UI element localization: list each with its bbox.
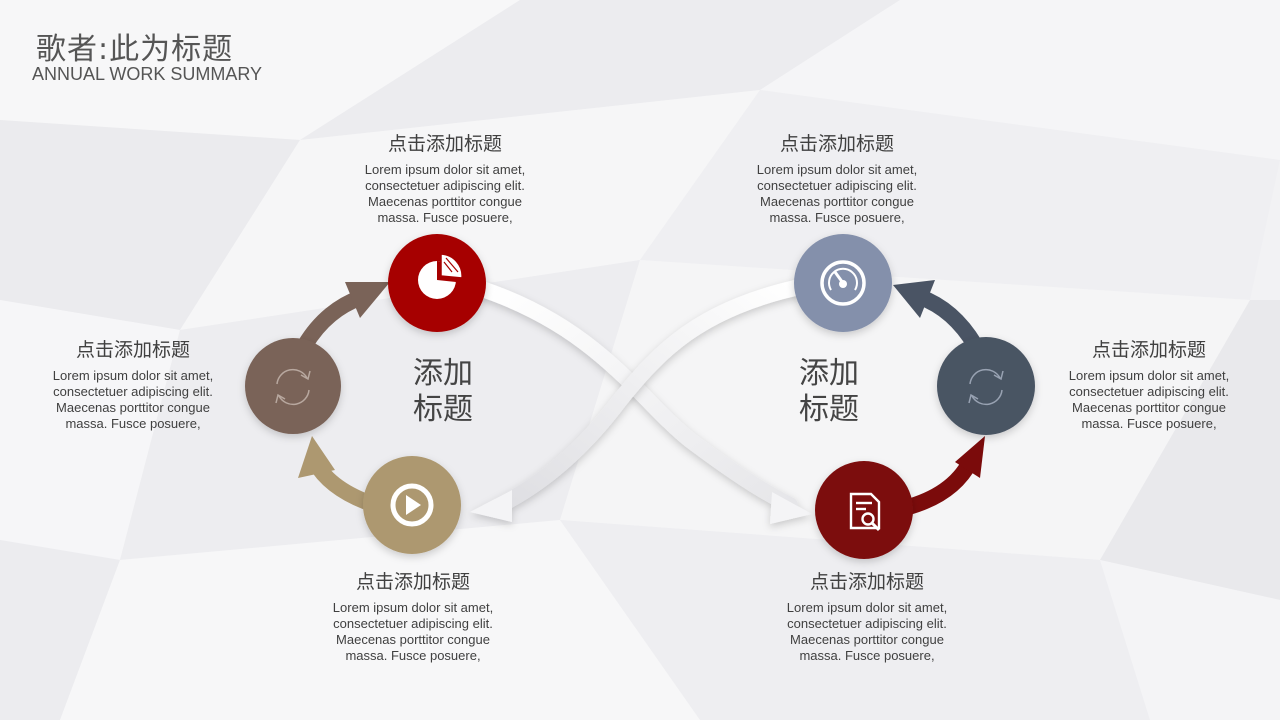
text-block-right-top: 点击添加标题 Lorem ipsum dolor sit amet, conse…: [737, 132, 937, 226]
block-title: 点击添加标题: [809, 571, 924, 593]
block-body: Lorem ipsum dolor sit amet, consectetuer…: [756, 162, 918, 225]
block-title: 点击添加标题: [387, 133, 502, 155]
block-body: Lorem ipsum dolor sit amet, consectetuer…: [364, 162, 526, 225]
node-left-side: [245, 338, 341, 434]
play-icon: [390, 483, 434, 527]
slide-subtitle: ANNUAL WORK SUMMARY: [32, 64, 263, 84]
block-title: 点击添加标题: [75, 339, 190, 361]
block-body: Lorem ipsum dolor sit amet, consectetuer…: [1068, 368, 1230, 431]
cross-ribbon-right-to-left: [470, 280, 803, 522]
document-search-icon: [849, 492, 881, 532]
node-right-side: [937, 337, 1035, 435]
arrow-left-lower: [298, 436, 383, 513]
block-title: 点击添加标题: [779, 133, 894, 155]
arrow-left-upper: [297, 282, 390, 353]
block-body: Lorem ipsum dolor sit amet, consectetuer…: [786, 600, 948, 663]
block-body: Lorem ipsum dolor sit amet, consectetuer…: [332, 600, 494, 663]
arrow-right-upper: [893, 280, 983, 353]
refresh-icon: [275, 368, 311, 406]
gauge-icon: [820, 260, 866, 306]
loop-left-center-label: 添加 标题: [413, 356, 473, 427]
text-block-left-side: 点击添加标题 Lorem ipsum dolor sit amet, conse…: [33, 338, 233, 432]
block-title: 点击添加标题: [355, 571, 470, 593]
text-block-right-side: 点击添加标题 Lorem ipsum dolor sit amet, conse…: [1049, 338, 1249, 432]
cross-ribbon-left-to-right: [477, 282, 812, 524]
pie-chart-icon: [418, 253, 463, 299]
block-title: 点击添加标题: [1091, 339, 1206, 361]
arrow-right-lower: [897, 436, 985, 516]
refresh-icon: [968, 368, 1004, 406]
text-block-right-bottom: 点击添加标题 Lorem ipsum dolor sit amet, conse…: [767, 570, 967, 664]
slide-title: 歌者:此为标题: [36, 32, 234, 67]
text-block-left-bottom: 点击添加标题 Lorem ipsum dolor sit amet, conse…: [313, 570, 513, 664]
text-block-left-top: 点击添加标题 Lorem ipsum dolor sit amet, conse…: [345, 132, 545, 226]
block-body: Lorem ipsum dolor sit amet, consectetuer…: [52, 368, 214, 431]
loop-right-center-label: 添加 标题: [799, 356, 859, 427]
